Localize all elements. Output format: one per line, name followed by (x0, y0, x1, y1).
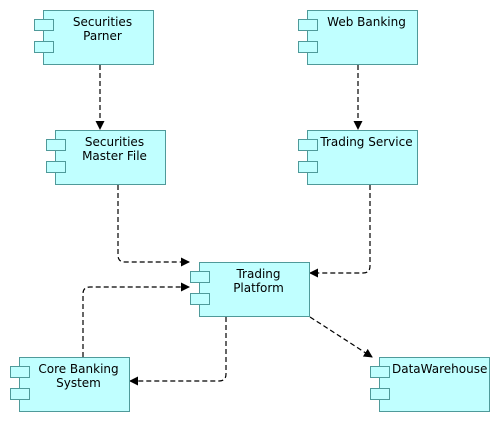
component-label: DataWarehouse (392, 362, 488, 376)
component-port-icon (10, 366, 30, 378)
component-port-icon (298, 161, 318, 173)
component-port-icon (298, 41, 318, 53)
component-core-banking-system[interactable]: Core Banking System (10, 357, 130, 412)
dependency-core-banking-to-trading-platform (82, 282, 190, 357)
component-port-icon (190, 271, 210, 283)
component-port-icon (34, 19, 54, 31)
component-securities-parner[interactable]: Securities Parner (34, 10, 154, 65)
component-label: Core Banking System (38, 362, 119, 390)
component-label: Trading Service (320, 135, 413, 149)
component-port-icon (46, 161, 66, 173)
component-port-icon (298, 139, 318, 151)
component-port-icon (46, 139, 66, 151)
component-label: Securities Parner (72, 15, 133, 43)
dependency-trading-platform-to-core-banking (129, 317, 227, 386)
component-label: Securities Master File (82, 135, 147, 163)
component-label: Web Banking (327, 15, 406, 29)
component-datawarehouse[interactable]: DataWarehouse (370, 357, 490, 412)
dependency-trading-platform-to-datawarehouse (309, 316, 373, 358)
dependency-master-file-to-trading-platform (117, 185, 190, 267)
component-port-icon (190, 293, 210, 305)
component-securities-master-file[interactable]: Securities Master File (46, 130, 166, 185)
component-trading-platform[interactable]: Trading Platform (190, 262, 310, 317)
component-port-icon (10, 388, 30, 400)
component-port-icon (370, 366, 390, 378)
component-port-icon (34, 41, 54, 53)
component-port-icon (298, 19, 318, 31)
component-web-banking[interactable]: Web Banking (298, 10, 418, 65)
component-trading-service[interactable]: Trading Service (298, 130, 418, 185)
dependency-trading-service-to-trading-platform (309, 185, 371, 278)
component-label: Trading Platform (233, 267, 284, 295)
component-port-icon (370, 388, 390, 400)
